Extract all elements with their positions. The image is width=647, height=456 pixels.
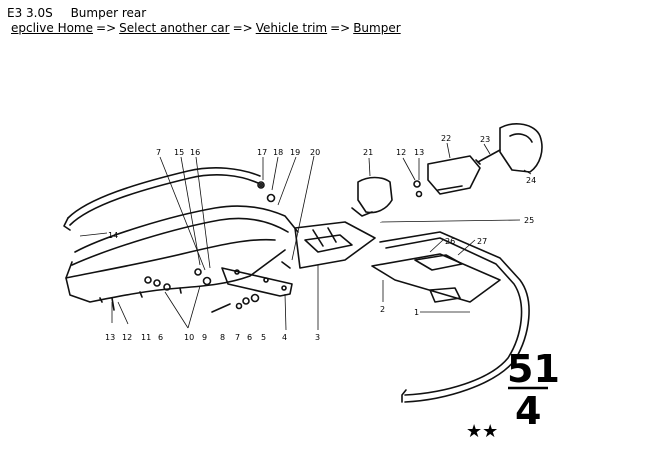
part-label-7[interactable]: 7	[235, 333, 240, 342]
page-title: Bumper rear	[70, 6, 147, 20]
part-label-13[interactable]: 13	[414, 148, 424, 157]
part-label-6[interactable]: 6	[247, 333, 252, 342]
group-number: 51	[507, 347, 560, 391]
breadcrumb-separator: =>	[330, 21, 351, 35]
part-label-12[interactable]: 12	[396, 148, 406, 157]
part-label-23[interactable]: 23	[480, 135, 490, 144]
breadcrumb-vehicle-trim-link[interactable]: Vehicle trim	[255, 21, 328, 35]
parts-diagram: 7 15 16 17 18 19 20 21 12 13 22 23 24 25…	[63, 123, 560, 442]
part-label-9[interactable]: 9	[202, 333, 207, 342]
part-label-15[interactable]: 15	[174, 148, 184, 157]
part-label-10[interactable]: 10	[184, 333, 194, 342]
part-label-20[interactable]: 20	[310, 148, 320, 157]
breadcrumb-select-car-link[interactable]: Select another car	[119, 21, 230, 35]
part-label-21[interactable]: 21	[363, 148, 373, 157]
part-label-1[interactable]: 1	[414, 308, 419, 317]
part-label-11[interactable]: 11	[141, 333, 151, 342]
part-label-7[interactable]: 7	[156, 148, 161, 157]
vehicle-model: E3 3.0S	[7, 6, 53, 20]
part-label-24[interactable]: 24	[526, 176, 536, 185]
breadcrumb: epclive Home=>Select another car=>Vehicl…	[11, 21, 401, 36]
breadcrumb-bumper-link[interactable]: Bumper	[353, 21, 401, 35]
part-label-17[interactable]: 17	[257, 148, 267, 157]
part-label-2[interactable]: 2	[380, 305, 385, 314]
part-label-8[interactable]: 8	[220, 333, 225, 342]
part-label-14[interactable]: 14	[108, 231, 118, 240]
part-label-6[interactable]: 6	[158, 333, 163, 342]
star-rating: ★★	[466, 421, 498, 442]
breadcrumb-separator: =>	[96, 21, 117, 35]
part-label-13[interactable]: 13	[105, 333, 115, 342]
part-label-19[interactable]: 19	[290, 148, 300, 157]
part-label-16[interactable]: 16	[190, 148, 200, 157]
part-label-25[interactable]: 25	[524, 216, 534, 225]
part-label-3[interactable]: 3	[315, 333, 320, 342]
part-label-26[interactable]: 26	[445, 237, 455, 246]
part-label-18[interactable]: 18	[273, 148, 283, 157]
part-label-5[interactable]: 5	[261, 333, 266, 342]
part-label-12[interactable]: 12	[122, 333, 132, 342]
breadcrumb-separator: =>	[232, 21, 253, 35]
part-label-27[interactable]: 27	[477, 237, 487, 246]
part-label-22[interactable]: 22	[441, 134, 451, 143]
page-header: E3 3.0S Bumper rear	[7, 6, 146, 21]
part-label-4[interactable]: 4	[282, 333, 287, 342]
group-number-block: 51 4 ★★	[466, 347, 560, 442]
breadcrumb-home-link[interactable]: epclive Home	[11, 21, 94, 35]
subgroup-number: 4	[515, 389, 541, 433]
